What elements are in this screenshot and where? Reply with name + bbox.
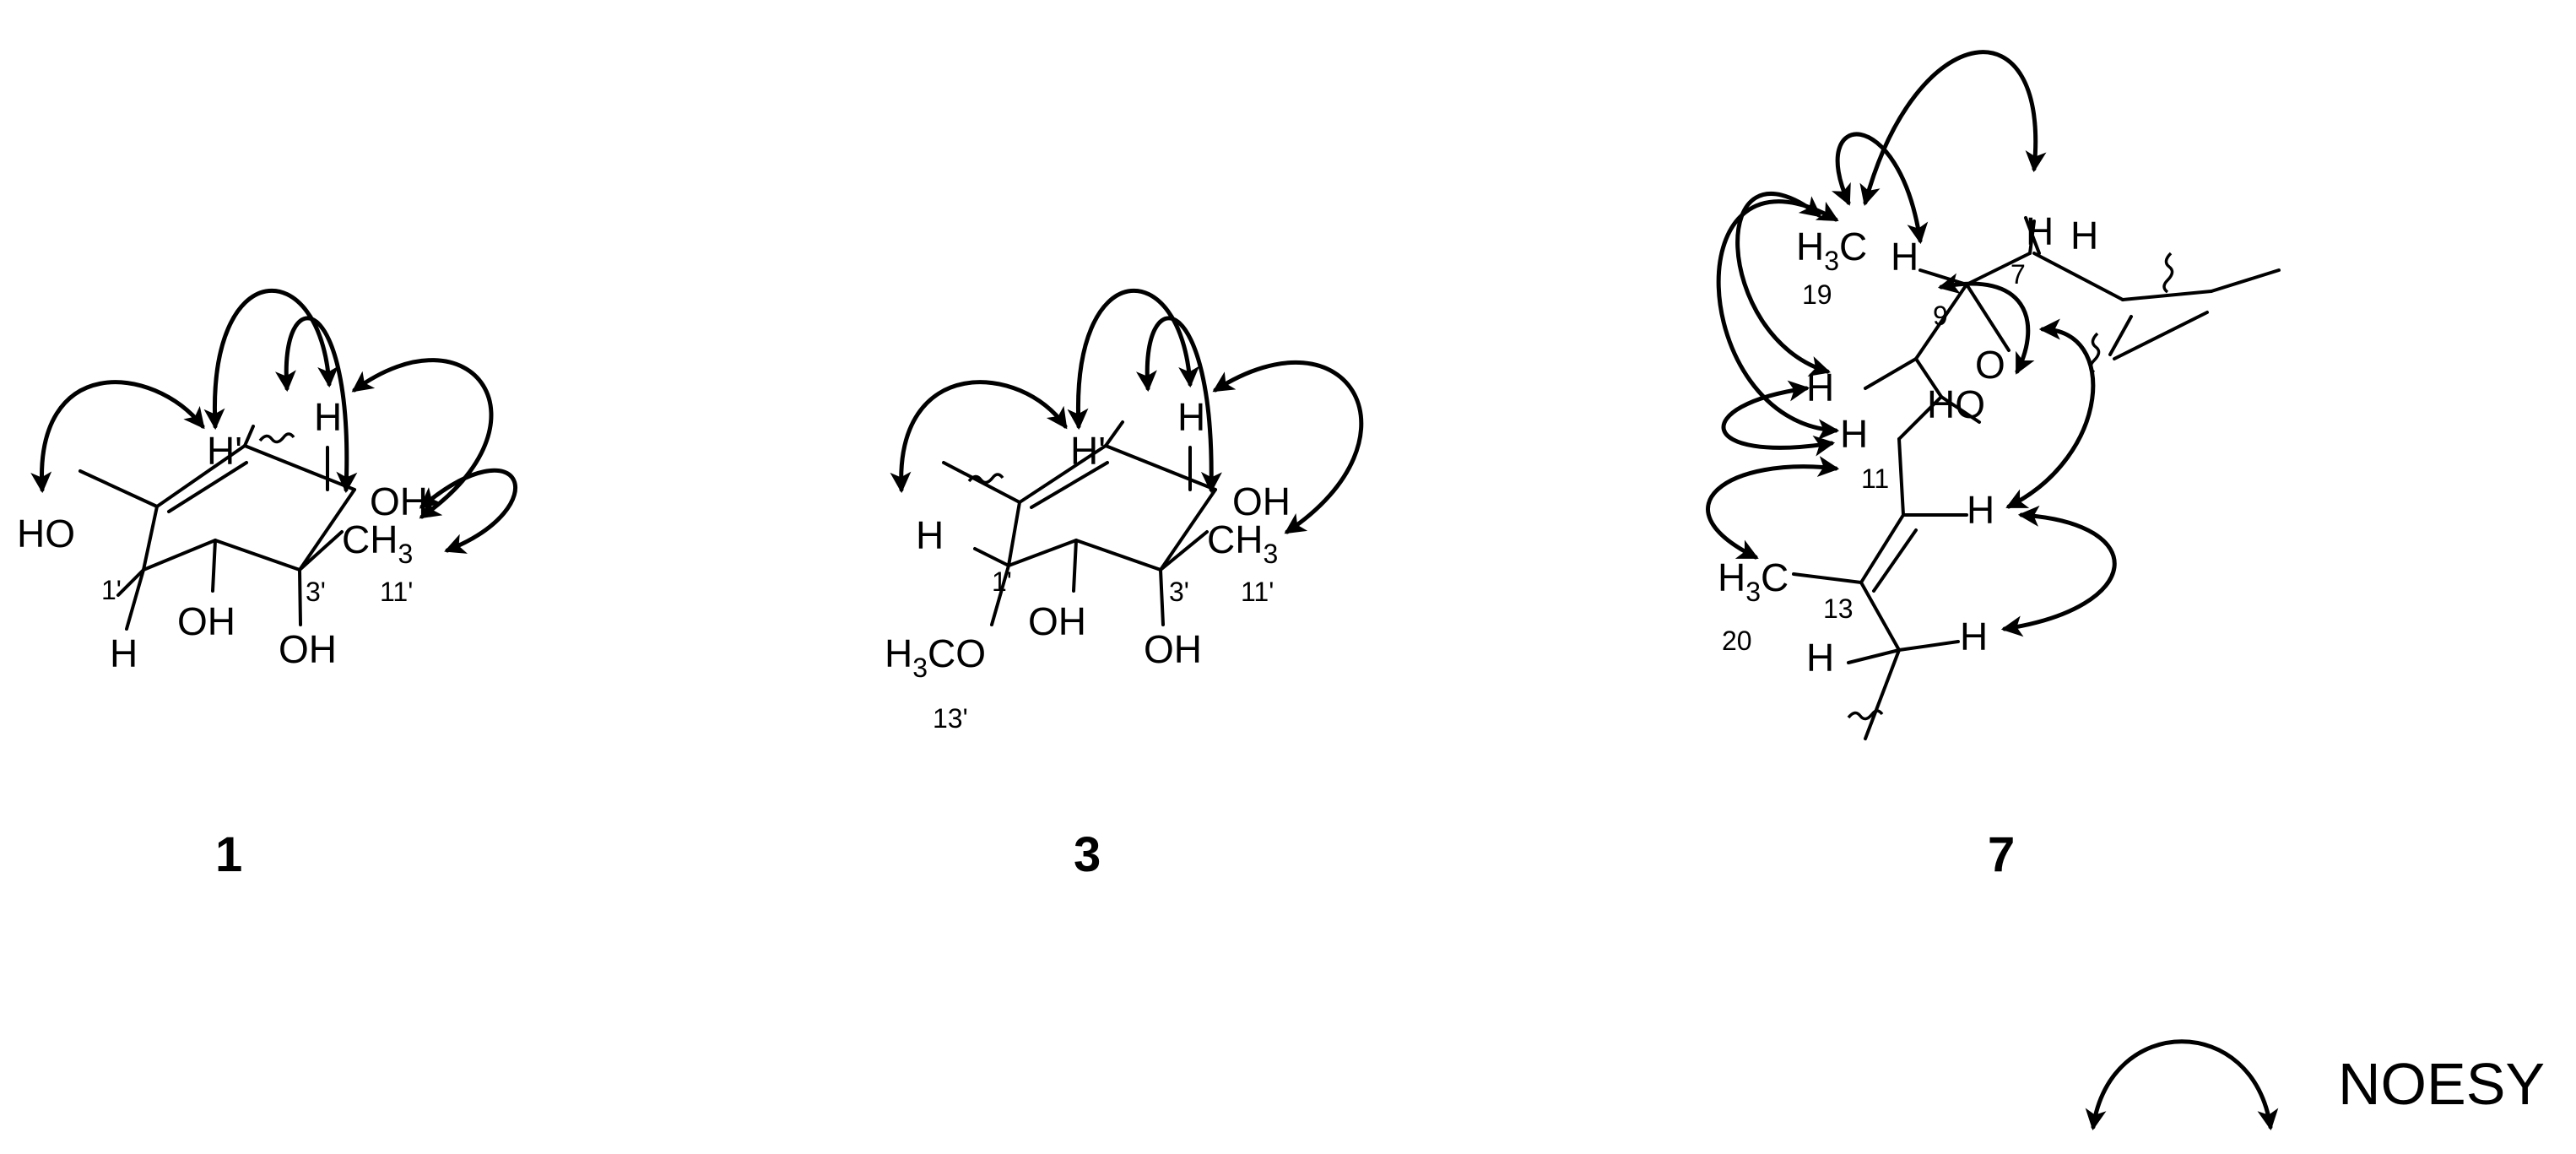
compound-1-label: 1	[215, 827, 242, 882]
compound-7-ch3-20: H3C	[1718, 555, 1789, 607]
compound-3-oh-b: OH	[1144, 627, 1202, 671]
compound-7-h14a: H	[1960, 615, 1988, 658]
compound-7-num-c7: 7	[2010, 259, 2026, 290]
noesy-legend-arrow	[2085, 1039, 2279, 1131]
compound-3-num-c13: 13'	[933, 703, 968, 734]
compound-7-h14b: H	[1806, 636, 1834, 680]
compound-3-h-c: H	[1177, 395, 1205, 439]
compound-7-ch3-19: H3C	[1796, 225, 1867, 276]
compound-7-h-left: H	[1806, 366, 1834, 409]
compound-3-num-c1: 1'	[992, 566, 1012, 597]
compound-7-num-c19: 19	[1802, 279, 1832, 310]
compound-7-h12: H	[1967, 488, 1994, 532]
compound-3-label: 3	[1074, 827, 1101, 882]
compound-7-num-c11: 11	[1861, 463, 1889, 494]
compound-1-noesy-arrows	[30, 288, 518, 554]
compound-7-ho: HO	[1927, 382, 1985, 426]
compound-1-num-c1: 1'	[101, 575, 122, 605]
compound-1-num-c3: 3'	[306, 577, 326, 607]
compound-7-structure: H H 7 H3C 19 H 9 O H HO H 11 H H3C 20 13…	[1706, 50, 2281, 882]
compound-3-h-b: H'	[1070, 429, 1106, 473]
compound-7-squiggle-bottom	[1847, 709, 1884, 721]
compound-7-h7: H	[2070, 214, 2098, 257]
compound-3-noesy-arrows	[890, 288, 1364, 534]
compound-3-h-left: H	[916, 513, 944, 557]
compound-7-h11: H	[1840, 412, 1868, 456]
compound-1-oh-a: OH	[177, 599, 235, 643]
noesy-legend-label: NOESY	[2338, 1051, 2545, 1117]
compound-1-ch3: CH3	[342, 517, 413, 569]
compound-3-oh-a: OH	[1028, 599, 1086, 643]
compound-1-structure: HO OH OH OH CH3 H H' H 1' 3' 11' 1	[17, 288, 518, 882]
compound-1-num-c11: 11'	[380, 577, 413, 607]
compound-7-num-c20: 20	[1722, 626, 1752, 656]
compound-1-ho: HO	[17, 512, 75, 555]
compound-1-h-b: H'	[207, 429, 242, 473]
compound-7-num-c13: 13	[1823, 593, 1854, 624]
compound-7-h-top: H	[2026, 209, 2054, 253]
compound-7-squiggle-right	[2162, 252, 2174, 294]
compound-3-num-c11: 11'	[1241, 577, 1274, 607]
compound-3-num-c3: 3'	[1169, 577, 1189, 607]
compound-1-squiggle	[258, 432, 295, 444]
compound-1-h-c: H	[314, 395, 342, 439]
noesy-legend: NOESY	[2085, 1039, 2545, 1131]
compound-7-label: 7	[1988, 827, 2015, 882]
compound-3-och3: H3CO	[885, 631, 986, 683]
compound-3-structure: H H3CO 13' OH OH OH CH3 H' H 1' 3' 11' 3	[885, 288, 1364, 882]
compound-7-h9: H	[1891, 235, 1918, 279]
compound-3-ch3: CH3	[1207, 517, 1278, 569]
compound-7-noesy-arrows	[1706, 50, 2117, 637]
compound-7-num-c9: 9	[1933, 301, 1948, 331]
compound-3-squiggle	[967, 473, 1004, 485]
compound-1-oh-b: OH	[279, 627, 337, 671]
compound-7-o-ring: O	[1975, 343, 2005, 387]
compound-1-h-a: H	[110, 631, 138, 675]
